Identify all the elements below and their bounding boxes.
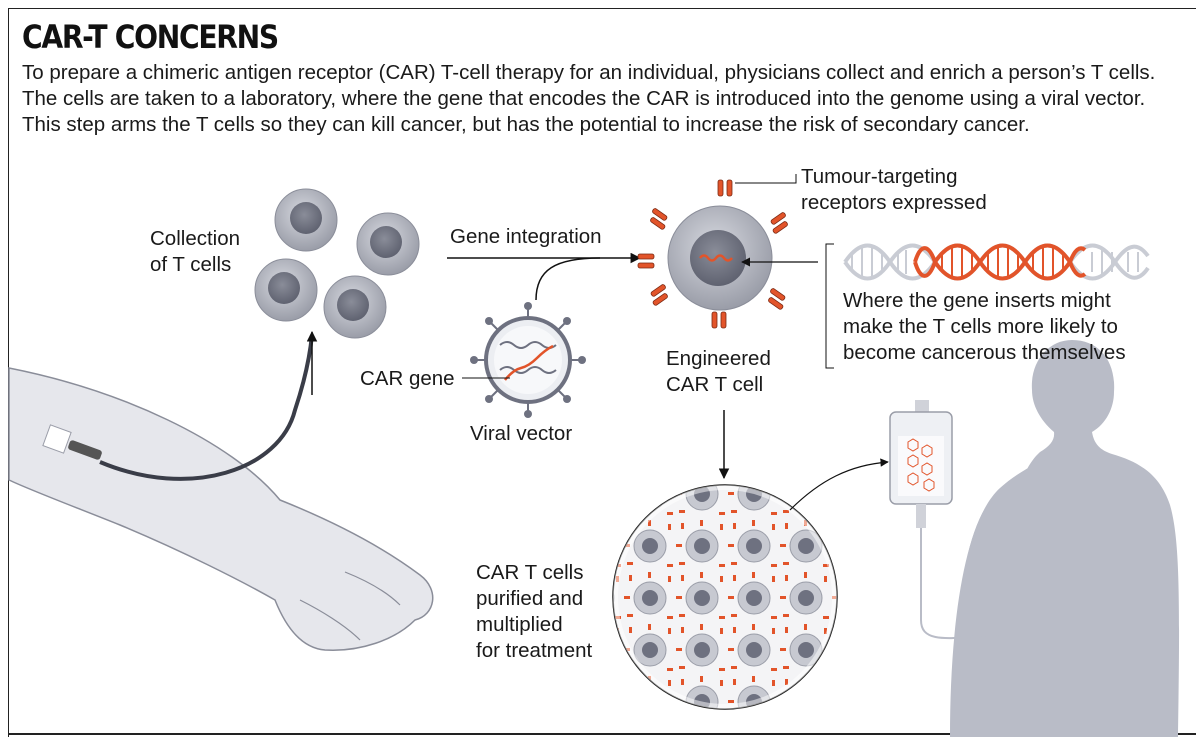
figure-title: CAR-T CONCERNS bbox=[22, 18, 279, 56]
gene-integration-label: Gene integration bbox=[450, 225, 602, 248]
car-gene-label: CAR gene bbox=[360, 367, 455, 390]
tumour-label-2: receptors expressed bbox=[801, 191, 987, 214]
gene-inserts-label-2: make the T cells more likely to bbox=[843, 315, 1118, 338]
arm-illustration bbox=[8, 367, 434, 651]
top-rule bbox=[8, 8, 1196, 9]
gene-inserts-label-3: become cancerous themselves bbox=[843, 341, 1126, 364]
tumour-label-1: Tumour-targeting bbox=[801, 165, 958, 188]
gene-insert-bracket bbox=[825, 243, 834, 369]
viral-vector-particle bbox=[470, 302, 586, 418]
dna-helix bbox=[843, 243, 1150, 281]
patient-silhouette-body bbox=[950, 456, 1054, 737]
iv-bag bbox=[889, 400, 953, 528]
receptors-pointer bbox=[735, 174, 797, 184]
expanded-cell-population bbox=[612, 484, 838, 710]
iv-tube bbox=[920, 528, 1011, 640]
vector-to-cell-arrow bbox=[535, 257, 601, 301]
purified-label-2: purified and bbox=[476, 587, 584, 610]
purified-label-1: CAR T cells bbox=[476, 561, 584, 584]
purified-label-3: multiplied bbox=[476, 613, 563, 636]
intro-paragraph: To prepare a chimeric antigen receptor (… bbox=[22, 61, 1156, 136]
collection-label-2: of T cells bbox=[150, 253, 232, 276]
engineered-car-t-cell bbox=[637, 179, 788, 329]
infusion-arrow bbox=[789, 458, 889, 511]
engineered-label-2: CAR T cell bbox=[666, 373, 764, 396]
gene-inserts-label-1: Where the gene inserts might bbox=[843, 289, 1111, 312]
engineered-label-1: Engineered bbox=[666, 347, 771, 370]
purified-label-4: for treatment bbox=[476, 639, 593, 662]
collection-label-1: Collection bbox=[150, 227, 241, 250]
collection-tube bbox=[99, 334, 314, 481]
collected-t-cells bbox=[254, 188, 420, 339]
bottom-rule bbox=[8, 733, 1196, 735]
viral-vector-label: Viral vector bbox=[470, 422, 573, 445]
